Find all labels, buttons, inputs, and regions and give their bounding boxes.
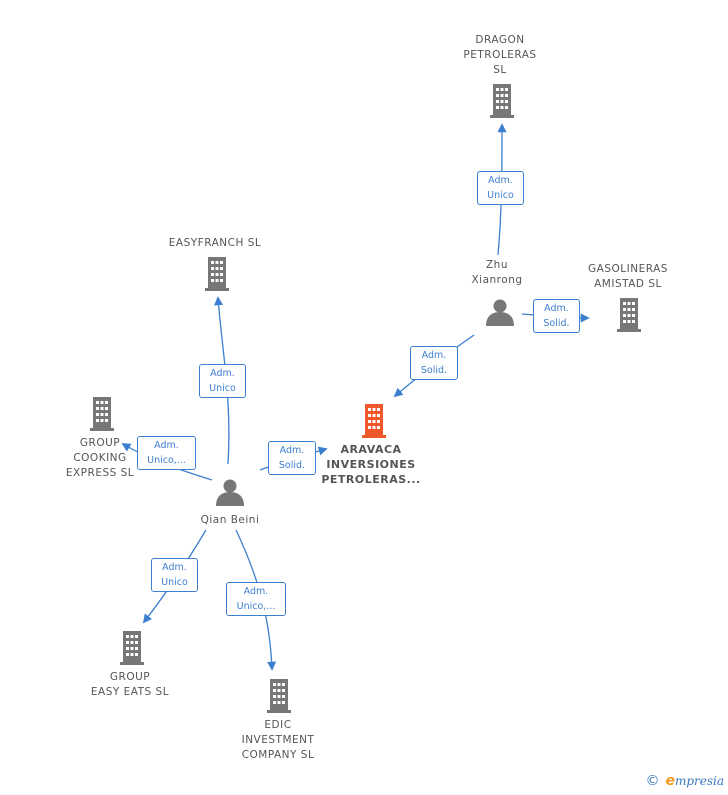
node-label-dragon[interactable]: DRAGON PETROLERAS SL <box>463 34 537 76</box>
node-label-gasolineras[interactable]: GASOLINERAS AMISTAD SL <box>588 263 668 290</box>
copyright-icon: © <box>645 773 660 789</box>
brand-logo[interactable]: © empresia <box>645 773 724 789</box>
edge-label-qian-easyfranch: Adm. Unico <box>199 364 246 398</box>
node-label-qian[interactable]: Qian Beini <box>200 514 260 526</box>
building-icon-dragon[interactable] <box>490 84 514 118</box>
node-label-group-cooking[interactable]: GROUP COOKING EXPRESS SL <box>65 437 135 479</box>
building-icon-aravaca[interactable] <box>362 404 386 438</box>
edge-label-zhu-dragon: Adm. Unico <box>477 171 524 205</box>
node-label-group-easy[interactable]: GROUP EASY EATS SL <box>90 671 170 698</box>
edge-label-zhu-gasolineras: Adm. Solid. <box>533 299 580 333</box>
building-icon-edic[interactable] <box>267 679 291 713</box>
building-icon-group-cooking[interactable] <box>90 397 114 431</box>
edge-label-qian-group-easy: Adm. Unico <box>151 558 198 592</box>
building-icon-easyfranch[interactable] <box>205 257 229 291</box>
node-label-zhu[interactable]: Zhu Xianrong <box>471 259 523 286</box>
node-label-edic[interactable]: EDIC INVESTMENT COMPANY SL <box>241 719 315 761</box>
building-icon-gasolineras[interactable] <box>617 298 641 332</box>
node-label-easyfranch[interactable]: EASYFRANCH SL <box>168 237 262 249</box>
person-icon-zhu[interactable] <box>486 299 514 327</box>
brand-text: mpresia <box>674 774 724 788</box>
node-label-aravaca[interactable]: ARAVACA INVERSIONES PETROLERAS... <box>321 443 421 486</box>
building-icon-group-easy[interactable] <box>120 631 144 665</box>
edge-label-qian-group-cooking: Adm. Unico,... <box>137 436 196 470</box>
edge-label-qian-edic: Adm. Unico,... <box>226 582 286 616</box>
brand-e: e <box>665 773 675 789</box>
edge-label-qian-aravaca: Adm. Solid. <box>268 441 316 475</box>
edge-label-zhu-aravaca: Adm. Solid. <box>410 346 458 380</box>
person-icon-qian[interactable] <box>216 479 244 507</box>
